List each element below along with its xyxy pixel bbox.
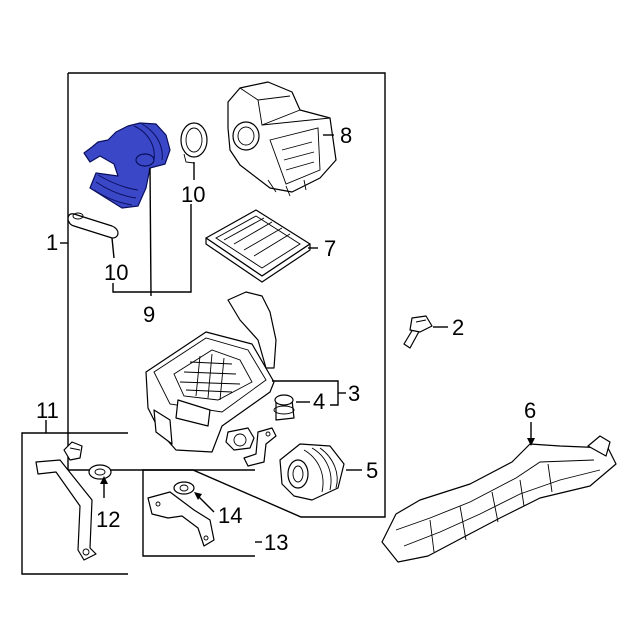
callout-5: 5 bbox=[366, 458, 378, 483]
callout-3: 3 bbox=[348, 381, 360, 406]
hose-clamp-upper[interactable] bbox=[180, 122, 208, 164]
air-intake-hose[interactable] bbox=[83, 122, 171, 209]
callout-4: 4 bbox=[313, 389, 325, 414]
bolt[interactable] bbox=[403, 315, 433, 349]
bracket-grommet-right[interactable] bbox=[173, 481, 195, 495]
bracket-grommet-left[interactable] bbox=[88, 464, 112, 480]
bracket-frame-13 bbox=[142, 469, 255, 557]
leader-14-arrow bbox=[194, 492, 202, 500]
air-filter-element[interactable] bbox=[205, 209, 311, 283]
callout-14: 14 bbox=[218, 503, 242, 528]
callout-9: 9 bbox=[143, 302, 155, 327]
bracket-frame-11 bbox=[21, 432, 128, 575]
bracket-assembly-left[interactable] bbox=[35, 441, 97, 561]
grommet-4[interactable] bbox=[273, 394, 295, 421]
leader-12-arrow bbox=[100, 476, 108, 484]
callout-1: 1 bbox=[46, 230, 58, 255]
callout-10-lower: 10 bbox=[104, 260, 128, 285]
hose-clamp-lower[interactable] bbox=[67, 212, 119, 239]
inlet-duct[interactable] bbox=[279, 443, 345, 501]
leader-10-bracket bbox=[112, 204, 192, 293]
callout-11: 11 bbox=[36, 398, 59, 423]
air-cleaner-cover[interactable] bbox=[227, 81, 337, 197]
bracket-assembly-right[interactable] bbox=[147, 491, 215, 547]
callout-2: 2 bbox=[452, 315, 464, 340]
leader-10-lower bbox=[111, 237, 115, 259]
callout-7: 7 bbox=[324, 236, 336, 261]
leader-6-arrow bbox=[527, 438, 535, 446]
callout-13: 13 bbox=[264, 530, 288, 555]
leader-14 bbox=[198, 496, 215, 513]
callout-6: 6 bbox=[524, 398, 536, 423]
callout-10-upper: 10 bbox=[181, 182, 205, 207]
intake-resonator-duct[interactable] bbox=[381, 435, 617, 563]
callout-12: 12 bbox=[96, 507, 120, 532]
callout-8: 8 bbox=[340, 123, 352, 148]
leader-9 bbox=[149, 167, 152, 297]
air-cleaner-lower-housing[interactable] bbox=[145, 291, 277, 467]
